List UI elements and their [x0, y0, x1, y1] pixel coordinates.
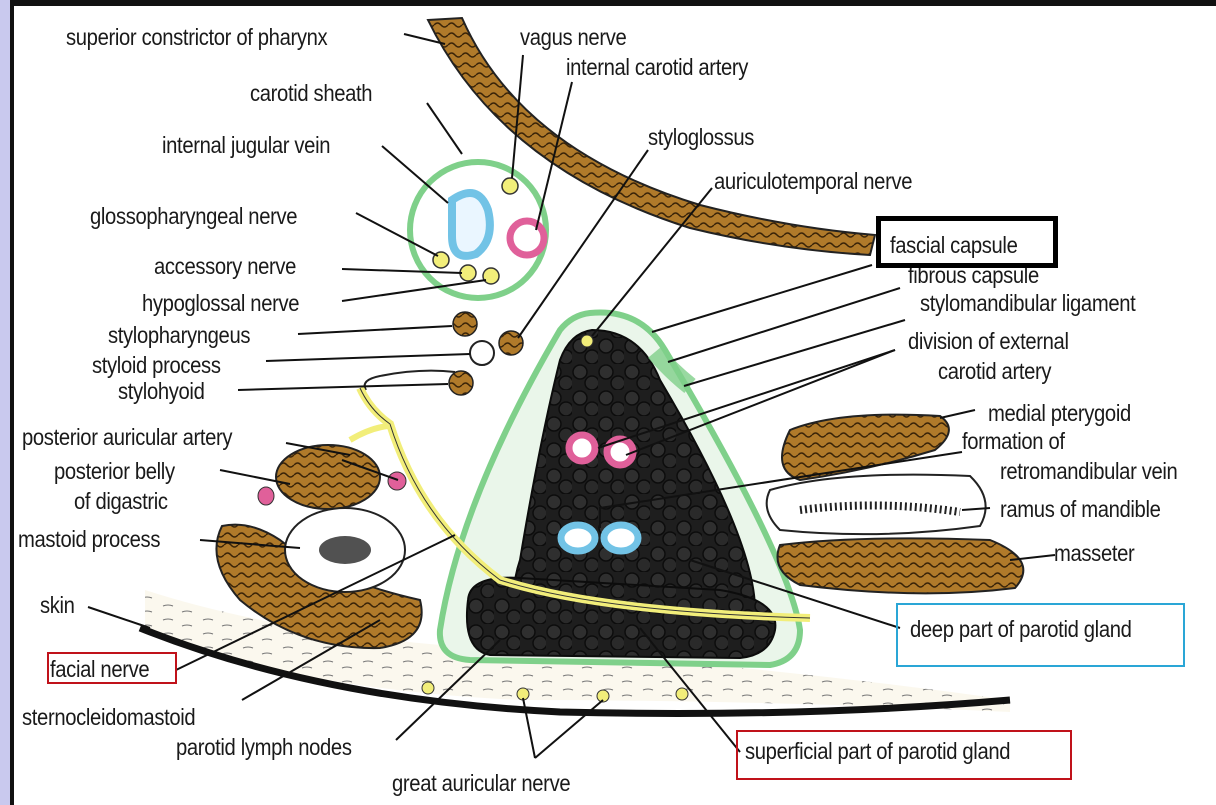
stylohyoid-ligament [365, 371, 455, 390]
facial-nerve-branch [350, 426, 388, 440]
label-hypoglossal-nerve: hypoglossal nerve [142, 290, 299, 316]
label-internal-carotid-artery: internal carotid artery [566, 54, 748, 80]
label-superior-constrictor: superior constrictor of pharynx [66, 24, 327, 50]
label-posterior-auricular-artery: posterior auricular artery [22, 424, 232, 450]
highlight-superficial-part [736, 730, 1072, 780]
internal-carotid-artery [510, 221, 544, 255]
posterior-auricular-artery-dot [388, 472, 406, 490]
label-formation-of: formation of [962, 428, 1065, 454]
external-carotid-branch-1 [569, 435, 595, 461]
label-retromandibular-vein: retromandibular vein [1000, 458, 1177, 484]
label-posterior-belly: posterior belly [54, 458, 175, 484]
label-vagus-nerve: vagus nerve [520, 24, 626, 50]
accessory-dot [460, 265, 476, 281]
internal-jugular-vein [452, 193, 490, 256]
label-accessory-nerve: accessory nerve [154, 253, 296, 279]
lymph-node-4 [676, 688, 688, 700]
auriculotemporal-dot [581, 335, 593, 347]
label-mastoid-process: mastoid process [18, 526, 160, 552]
label-stylohyoid: stylohyoid [118, 378, 204, 404]
label-stylomandibular-ligament: stylomandibular ligament [920, 290, 1135, 316]
stylohyoid-muscle [449, 371, 473, 395]
label-sternocleidomastoid: sternocleidomastoid [22, 704, 195, 730]
stylopharyngeus-muscle [453, 312, 477, 336]
label-division-ext-carotid-1: division of external [908, 328, 1069, 354]
highlight-deep-part [896, 603, 1185, 667]
label-skin: skin [40, 592, 75, 618]
label-masseter: masseter [1054, 540, 1134, 566]
label-stylopharyngeus: stylopharyngeus [108, 322, 250, 348]
posterior-belly-digastric [276, 445, 380, 509]
highlight-facial-nerve [47, 652, 177, 684]
label-internal-jugular-vein: internal jugular vein [162, 132, 330, 158]
lymph-node-1 [422, 682, 434, 694]
label-division-ext-carotid-2: carotid artery [938, 358, 1051, 384]
posterior-auricular-artery-dot-2 [258, 487, 274, 505]
vagus-nerve-dot [502, 178, 518, 194]
label-great-auricular-nerve: great auricular nerve [392, 770, 570, 796]
label-medial-pterygoid: medial pterygoid [988, 400, 1131, 426]
highlight-fascial-capsule [876, 216, 1058, 268]
retromandibular-vein-1 [561, 525, 595, 551]
retromandibular-vein-2 [604, 525, 638, 551]
styloid-process [470, 341, 494, 365]
mastoid-air-cells [319, 536, 371, 564]
label-parotid-lymph-nodes: parotid lymph nodes [176, 734, 352, 760]
label-of-digastric: of digastric [74, 488, 168, 514]
hypoglossal-dot [483, 268, 499, 284]
medial-pterygoid-muscle [782, 415, 949, 480]
label-styloid-process: styloid process [92, 352, 221, 378]
label-glossopharyngeal-nerve: glossopharyngeal nerve [90, 203, 297, 229]
label-carotid-sheath: carotid sheath [250, 80, 372, 106]
label-styloglossus: styloglossus [648, 124, 754, 150]
label-auriculotemporal-nerve: auriculotemporal nerve [714, 168, 912, 194]
masseter-muscle [778, 538, 1024, 593]
label-ramus-of-mandible: ramus of mandible [1000, 496, 1161, 522]
